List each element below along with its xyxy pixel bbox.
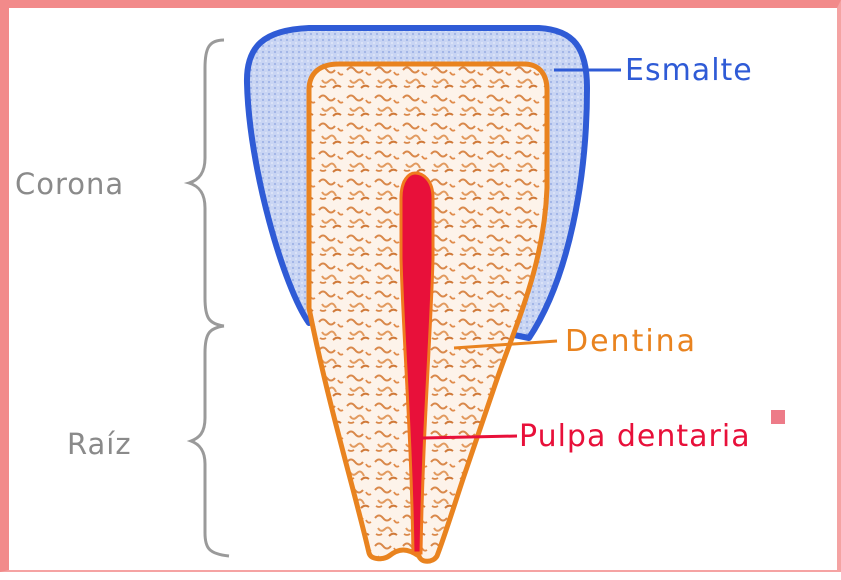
label-corona: Corona bbox=[15, 167, 124, 201]
pulpa-leader bbox=[423, 436, 517, 438]
corona-bracket bbox=[189, 40, 224, 326]
marker-square bbox=[771, 410, 785, 424]
tooth-diagram: Corona Raíz Esmalte Dentina Pulpa dentar… bbox=[9, 8, 841, 580]
label-dentina: Dentina bbox=[565, 324, 697, 359]
label-raiz: Raíz bbox=[67, 427, 132, 461]
raiz-bracket bbox=[191, 326, 229, 556]
label-pulpa-dentaria: Pulpa dentaria bbox=[519, 419, 751, 454]
label-esmalte: Esmalte bbox=[625, 53, 753, 88]
